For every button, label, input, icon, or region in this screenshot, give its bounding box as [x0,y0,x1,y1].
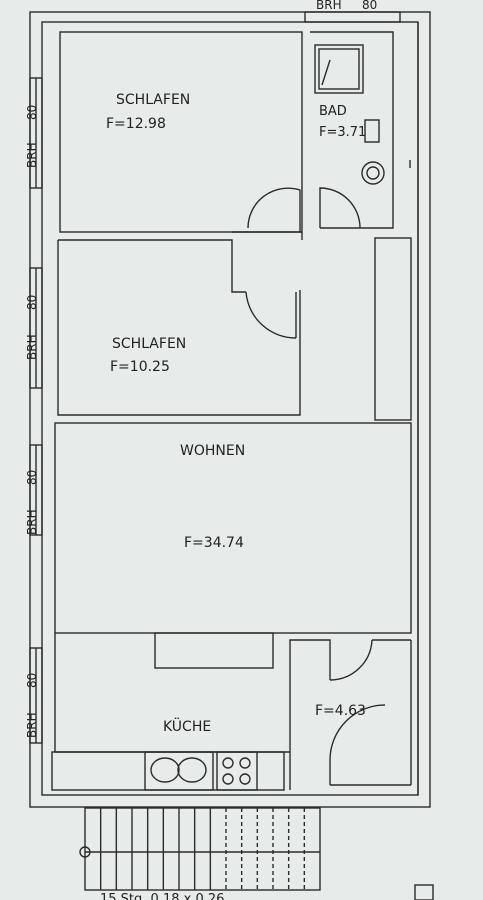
room-name-schlafen-1: SCHLAFEN [116,92,190,108]
room-area-schlafen-2: F=10.25 [110,359,170,375]
room-name-wohnen: WOHNEN [180,443,245,459]
room-area-flur: F=4.63 [315,703,366,719]
door-schlafen-2 [245,291,297,339]
toilet-icon [361,161,385,185]
room-name-bad: BAD [319,104,347,119]
room-schlafen-2 [58,239,246,293]
door-entrance [329,704,386,785]
burner-icon [222,757,234,769]
burner-icon [222,773,234,785]
sink-icon [364,119,380,143]
room-area-wohnen: F=34.74 [184,535,244,551]
room-name-kueche: KÜCHE [163,717,211,735]
sink-unit [144,751,214,791]
room-schlafen-1 [59,31,303,233]
room-area-bad: F=3.71 [319,125,366,140]
stove [216,751,258,791]
window-label-left-1-brh: BRH [25,142,39,168]
burner-icon [239,773,251,785]
room-flur [289,639,331,790]
door-schlafen-1 [247,187,301,232]
counter-island [154,632,274,669]
window-label-left-4-height: 80 [25,673,39,688]
kitchen-sink-icon [150,757,180,783]
window-label-top-height: 80 [362,0,377,12]
window-label-left-4-brh: BRH [25,712,39,738]
window-label-top-brh: BRH [316,0,342,12]
top-window [304,11,401,23]
stair-dimension: 15 Stg. 0.18 x 0.26 [100,892,224,900]
room-bad [310,31,394,229]
window-label-left-2-brh: BRH [25,334,39,360]
window-label-left-2-height: 80 [25,295,39,310]
window-label-left-1-height: 80 [25,105,39,120]
wardrobe [374,237,412,421]
staircase [84,807,321,891]
window-label-left-3-brh: BRH [25,509,39,535]
door-flur-top [329,639,373,681]
burner-icon [239,757,251,769]
shower-tray [314,44,364,94]
outer-wall [29,11,431,808]
door-bad [319,187,361,229]
room-name-schlafen-2: SCHLAFEN [112,336,186,352]
room-area-schlafen-1: F=12.98 [106,116,166,132]
stair-start-icon [79,846,91,858]
window-label-left-3-height: 80 [25,470,39,485]
